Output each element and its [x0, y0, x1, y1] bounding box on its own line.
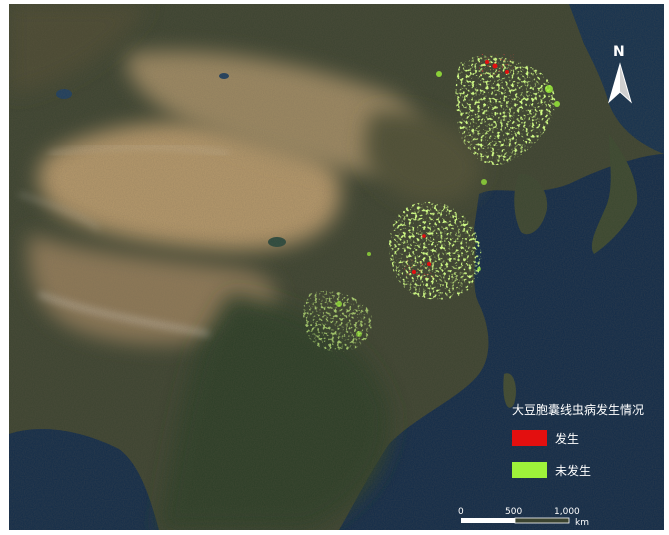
- north-arrow: [608, 62, 632, 104]
- map-canvas: N 大豆胞囊线虫病发生情况 发生 未发生 0 500 1,000 km: [9, 4, 664, 530]
- scale-bar: 0 500 1,000 km: [458, 507, 589, 528]
- scale-unit: km: [575, 518, 589, 528]
- legend-title: 大豆胞囊线虫病发生情况: [512, 402, 644, 417]
- legend-label-not-occurred: 未发生: [555, 463, 591, 478]
- legend: 大豆胞囊线虫病发生情况 发生 未发生: [512, 402, 644, 478]
- legend-swatch-not-occurred: [512, 462, 547, 478]
- scale-bar-segment: [514, 517, 570, 524]
- satellite-map: N 大豆胞囊线虫病发生情况 发生 未发生 0 500 1,000 km: [9, 4, 664, 530]
- region-occurred: [404, 54, 514, 279]
- scattered-not-occurred: [336, 71, 560, 337]
- scale-tick-1000: 1,000: [554, 507, 580, 517]
- legend-swatch-occurred: [512, 430, 547, 446]
- north-label: N: [613, 44, 625, 60]
- scale-tick-500: 500: [505, 507, 522, 517]
- scale-tick-0: 0: [458, 507, 464, 517]
- legend-label-occurred: 发生: [555, 431, 579, 446]
